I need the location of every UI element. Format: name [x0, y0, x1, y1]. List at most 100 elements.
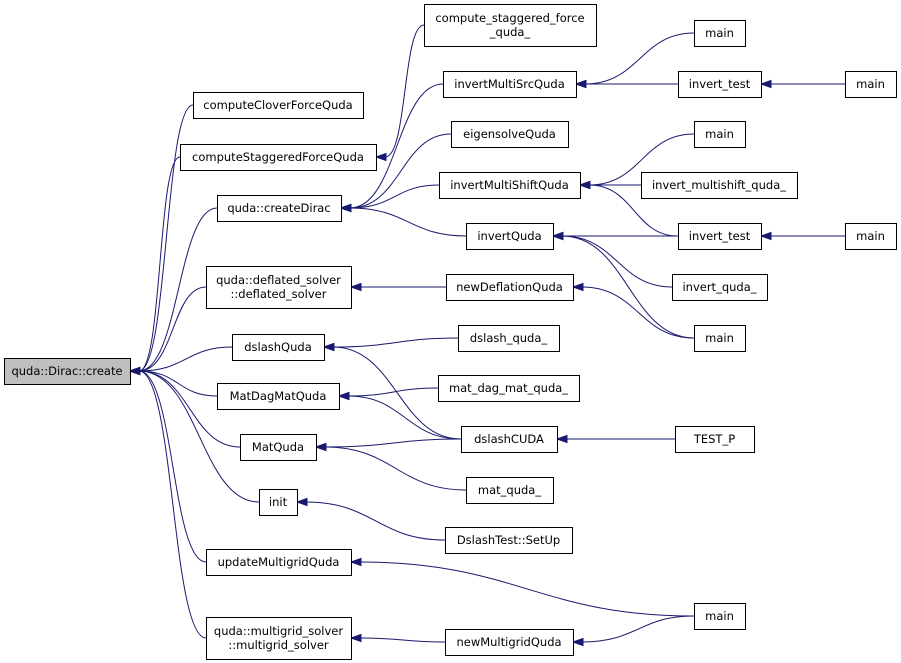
node-eigensolve[interactable]: eigensolveQuda	[451, 121, 569, 148]
edge-newDefl-to-deflated	[349, 282, 446, 292]
node-dslashSetUp[interactable]: DslashTest::SetUp	[445, 527, 573, 554]
edge-dslashCUDA-to-matDagMat	[337, 391, 462, 440]
edge-invTest2-to-invertQuda	[551, 231, 678, 241]
node-box	[466, 223, 554, 250]
node-label: main	[705, 331, 734, 345]
node-box	[694, 121, 746, 148]
edge-matq_-to-matQuda	[314, 442, 467, 491]
edge-dslashQuda-to-create	[128, 346, 233, 376]
edge-main5-to-updateMG	[349, 557, 695, 617]
node-invTest1[interactable]: invert_test	[678, 71, 762, 98]
edge-computeStag-to-create	[128, 156, 181, 376]
node-main1[interactable]: main	[694, 20, 746, 47]
node-init[interactable]: init	[259, 489, 298, 516]
node-dslashCUDA[interactable]: dslashCUDA	[461, 426, 558, 453]
node-box	[466, 477, 554, 504]
node-mdmq_[interactable]: mat_dag_mat_quda_	[438, 375, 580, 402]
node-label: MatQuda	[252, 440, 304, 454]
node-box	[678, 223, 762, 250]
edge-testP-to-dslashCUDA	[555, 434, 675, 444]
node-box	[694, 20, 746, 47]
edge-createDirac-to-create	[128, 207, 218, 376]
node-box	[206, 549, 352, 576]
node-main5[interactable]: main	[694, 603, 746, 630]
node-label: main	[705, 609, 734, 623]
node-label: invert_test	[689, 229, 751, 243]
node-label: ::multigrid_solver	[228, 638, 329, 652]
node-box	[424, 4, 597, 47]
node-label: invertQuda	[477, 229, 541, 243]
node-box	[206, 266, 352, 309]
node-matQuda[interactable]: MatQuda	[240, 434, 317, 461]
node-box	[678, 71, 762, 98]
node-mgSolver[interactable]: quda::multigrid_solver::multigrid_solver	[206, 617, 352, 660]
node-testP[interactable]: TEST_P	[675, 426, 755, 453]
node-computeStag[interactable]: computeStaggeredForceQuda	[180, 144, 377, 171]
node-label: newDeflationQuda	[456, 280, 563, 294]
node-box	[232, 334, 325, 361]
node-box	[206, 617, 352, 660]
node-label: invert_test	[689, 77, 751, 91]
node-invTest2[interactable]: invert_test	[678, 223, 762, 250]
node-box	[675, 426, 755, 453]
node-label: main	[705, 127, 734, 141]
node-label: computeCloverForceQuda	[203, 98, 352, 112]
node-dslashQuda[interactable]: dslashQuda	[232, 334, 325, 361]
node-csfq[interactable]: compute_staggered_force_quda_	[424, 4, 597, 47]
node-box	[845, 223, 897, 250]
node-create[interactable]: quda::Dirac::create	[4, 358, 131, 385]
node-box	[180, 144, 377, 171]
node-newDefl[interactable]: newDeflationQuda	[446, 274, 574, 301]
edge-invTest2-to-invMultiShift	[578, 180, 679, 237]
node-label: invertMultiShiftQuda	[450, 178, 569, 192]
node-invMultiSrc[interactable]: invertMultiSrcQuda	[443, 71, 577, 98]
node-mainR2[interactable]: main	[845, 223, 897, 250]
node-invq_[interactable]: invert_quda_	[672, 274, 768, 301]
node-box	[845, 71, 897, 98]
node-label: mat_dag_mat_quda_	[449, 381, 568, 395]
edge-dslashSetUp-to-init	[295, 497, 446, 541]
node-createDirac[interactable]: quda::createDirac	[217, 195, 342, 222]
node-main4[interactable]: main	[694, 325, 746, 352]
edge-mainR2-to-invTest2	[759, 231, 845, 241]
node-invMsq[interactable]: invert_multishift_quda_	[641, 172, 798, 199]
edge-mgSolver-to-create	[128, 366, 207, 639]
node-dslashQ_[interactable]: dslash_quda_	[458, 325, 560, 352]
node-label: main	[705, 26, 734, 40]
node-label: quda::createDirac	[227, 201, 330, 215]
node-deflated[interactable]: quda::deflated_solver::deflated_solver	[206, 266, 352, 309]
node-main2[interactable]: main	[694, 121, 746, 148]
edge-newMG-to-mgSolver	[349, 633, 446, 643]
node-invertQuda[interactable]: invertQuda	[466, 223, 554, 250]
node-label: quda::deflated_solver	[216, 273, 341, 287]
node-label: mat_quda_	[478, 483, 541, 497]
node-box	[240, 434, 317, 461]
node-updateMG[interactable]: updateMultigridQuda	[206, 549, 352, 576]
edge-mainR1-to-invTest1	[759, 79, 845, 89]
node-label: updateMultigridQuda	[218, 555, 340, 569]
node-box	[458, 325, 560, 352]
node-label: invertMultiSrcQuda	[454, 77, 565, 91]
node-box	[445, 629, 574, 656]
node-label: invert_quda_	[682, 280, 756, 294]
node-label: quda::multigrid_solver	[214, 624, 343, 638]
node-box	[193, 92, 364, 119]
node-box	[461, 426, 558, 453]
node-matDagMat[interactable]: MatDagMatQuda	[217, 383, 340, 410]
node-matq_[interactable]: mat_quda_	[466, 477, 554, 504]
edge-invertQuda-to-createDirac	[339, 203, 467, 237]
node-box	[438, 375, 580, 402]
node-box	[451, 121, 569, 148]
edge-dslashCUDA-to-dslashQuda	[322, 342, 462, 440]
node-label: dslashQuda	[244, 340, 312, 354]
node-label: init	[269, 495, 288, 509]
node-invMultiShift[interactable]: invertMultiShiftQuda	[439, 172, 581, 199]
edge-mdmq_-to-matDagMat	[337, 387, 439, 401]
edge-invMultiShift-to-createDirac	[339, 184, 440, 213]
edge-main4-to-newDefl	[571, 282, 695, 339]
node-mainR1[interactable]: main	[845, 71, 897, 98]
node-label: quda::Dirac::create	[11, 364, 122, 378]
node-computeClover[interactable]: computeCloverForceQuda	[193, 92, 364, 119]
node-newMG[interactable]: newMultigridQuda	[445, 629, 574, 656]
